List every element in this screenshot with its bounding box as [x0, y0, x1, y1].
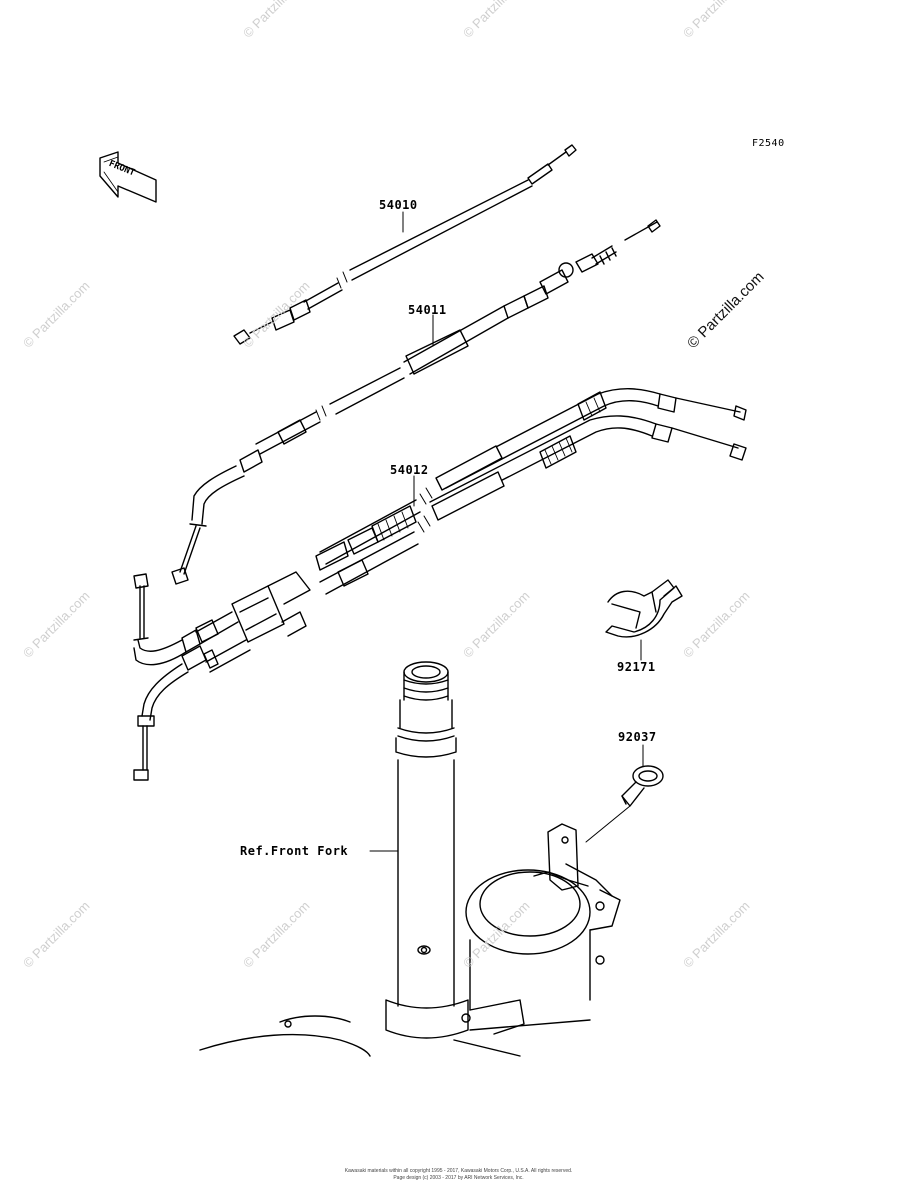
leader-lines — [369, 211, 644, 852]
part-number-92037: 92037 — [618, 730, 657, 744]
copyright-line: Page design (c) 2003 - 2017 by ARI Netwo… — [393, 1175, 524, 1181]
cable-54010-drawing — [233, 144, 577, 345]
part-number-92171: 92171 — [617, 660, 656, 674]
cable-54011-drawing — [171, 219, 661, 585]
part-number-54011: 54011 — [408, 303, 447, 317]
part-number-54010: 54010 — [379, 198, 418, 212]
front-arrow-icon — [99, 151, 157, 203]
figure-code: F2540 — [752, 138, 785, 149]
part-number-54012: 54012 — [390, 463, 429, 477]
cable-54012-drawing — [133, 388, 747, 781]
copyright-line: Kawasaki materials within all copyright … — [344, 1168, 573, 1174]
reference-label: Ref.Front Fork — [240, 844, 349, 858]
front-fork-drawing — [385, 661, 471, 1039]
clamp-92171-drawing — [605, 579, 683, 638]
grommet-92037-drawing — [621, 765, 664, 807]
steering-bracket-drawing — [199, 823, 621, 1057]
